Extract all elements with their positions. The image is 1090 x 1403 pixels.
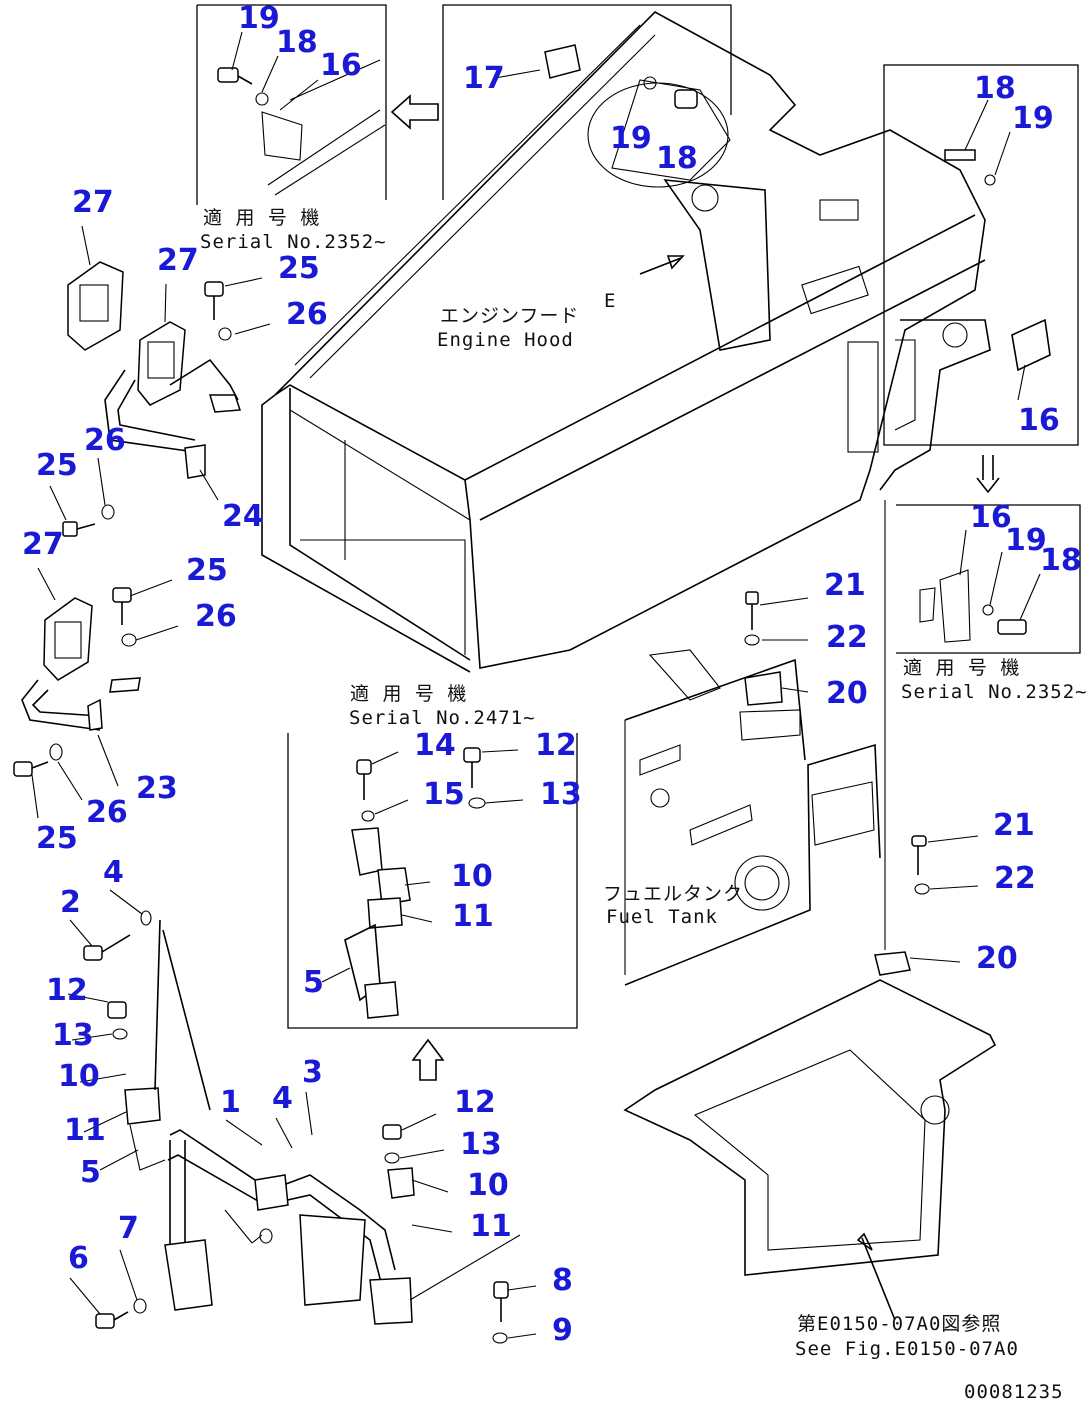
callout-25: 25 xyxy=(36,448,78,483)
note-label: Serial No.2471~ xyxy=(349,707,536,729)
callout-5: 5 xyxy=(303,965,324,1000)
fuel-tank xyxy=(624,591,881,986)
callout-20: 20 xyxy=(826,676,868,711)
center-detail-parts xyxy=(344,747,486,1019)
callout-1: 1 xyxy=(220,1085,241,1120)
callout-25: 25 xyxy=(36,821,78,856)
callout-12: 12 xyxy=(535,728,577,763)
callout-13: 13 xyxy=(540,777,582,812)
callout-19: 19 xyxy=(1012,101,1054,136)
callout-16: 16 xyxy=(970,500,1012,535)
callout-15: 15 xyxy=(423,777,465,812)
callout-26: 26 xyxy=(84,423,126,458)
direction-arrows xyxy=(390,94,1000,1321)
callout-4: 4 xyxy=(103,855,124,890)
callout-9: 9 xyxy=(552,1313,573,1348)
detail-box-top-left xyxy=(196,4,387,205)
callout-26: 26 xyxy=(86,795,128,830)
callout-14: 14 xyxy=(414,728,456,763)
handrail-assembly xyxy=(83,910,509,1344)
note-label: 第E0150-07A0図参照 xyxy=(797,1313,1001,1335)
note-label: 適 用 号 機 xyxy=(903,657,1020,679)
callout-18: 18 xyxy=(1040,543,1082,578)
note-label: 適 用 号 機 xyxy=(203,207,320,229)
note-label: Serial No.2352~ xyxy=(901,681,1088,703)
callout-19: 19 xyxy=(238,1,280,36)
callout-16: 16 xyxy=(1018,403,1060,438)
callout-19: 19 xyxy=(610,121,652,156)
callout-4: 4 xyxy=(272,1081,293,1116)
callout-12: 12 xyxy=(46,973,88,1008)
detail-box-right-lower xyxy=(896,504,1081,654)
callout-27: 27 xyxy=(157,243,199,278)
callout-11: 11 xyxy=(470,1209,512,1244)
callout-27: 27 xyxy=(22,527,64,562)
note-label: Fuel Tank xyxy=(606,906,718,928)
callout-11: 11 xyxy=(64,1113,106,1148)
callout-21: 21 xyxy=(993,808,1035,843)
callout-20: 20 xyxy=(976,941,1018,976)
callout-13: 13 xyxy=(460,1127,502,1162)
callout-22: 22 xyxy=(994,861,1036,896)
detail-box-center xyxy=(287,733,578,1029)
callout-21: 21 xyxy=(824,568,866,603)
note-label: E xyxy=(604,290,616,312)
fasteners xyxy=(13,44,1027,777)
detail-box-right xyxy=(883,64,1079,446)
callout-11: 11 xyxy=(452,899,494,934)
work-lamp-upper-left xyxy=(67,261,196,453)
work-lamp-upper-right xyxy=(137,321,242,413)
callout-18: 18 xyxy=(656,141,698,176)
callout-10: 10 xyxy=(58,1059,100,1094)
callout-27: 27 xyxy=(72,185,114,220)
callout-18: 18 xyxy=(974,71,1016,106)
callout-23: 23 xyxy=(136,771,178,806)
detail-box-top-center xyxy=(442,4,732,200)
callout-26: 26 xyxy=(195,599,237,634)
lamp-brackets xyxy=(87,444,206,731)
callout-24: 24 xyxy=(222,499,264,534)
note-label: エンジンフード xyxy=(440,305,579,327)
engine-hood xyxy=(261,11,986,673)
callout-7: 7 xyxy=(118,1211,139,1246)
callout-25: 25 xyxy=(278,251,320,286)
note-label: Serial No.2352~ xyxy=(200,231,387,253)
callout-12: 12 xyxy=(454,1085,496,1120)
callout-6: 6 xyxy=(68,1241,89,1276)
callout-18: 18 xyxy=(276,25,318,60)
callout-10: 10 xyxy=(451,859,493,894)
floor-plate xyxy=(623,500,997,1276)
callout-26: 26 xyxy=(286,297,328,332)
callout-2: 2 xyxy=(60,885,81,920)
note-label: 00081235 xyxy=(964,1381,1064,1403)
work-lamp-lower xyxy=(21,597,101,731)
callout-22: 22 xyxy=(826,620,868,655)
note-label: See Fig.E0150-07A0 xyxy=(795,1338,1019,1360)
callout-13: 13 xyxy=(52,1018,94,1053)
note-label: フュエルタンク xyxy=(603,883,743,905)
callout-16: 16 xyxy=(320,48,362,83)
right-bracket-detail xyxy=(879,149,1051,491)
callout-19: 19 xyxy=(1005,523,1047,558)
callout-3: 3 xyxy=(302,1055,323,1090)
callout-8: 8 xyxy=(552,1263,573,1298)
callout-25: 25 xyxy=(186,553,228,588)
callout-17: 17 xyxy=(463,61,505,96)
leader-lines xyxy=(31,31,1041,1339)
callout-5: 5 xyxy=(80,1155,101,1190)
callout-10: 10 xyxy=(467,1168,509,1203)
note-label: 適 用 号 機 xyxy=(350,683,467,705)
note-label: Engine Hood xyxy=(437,329,574,351)
